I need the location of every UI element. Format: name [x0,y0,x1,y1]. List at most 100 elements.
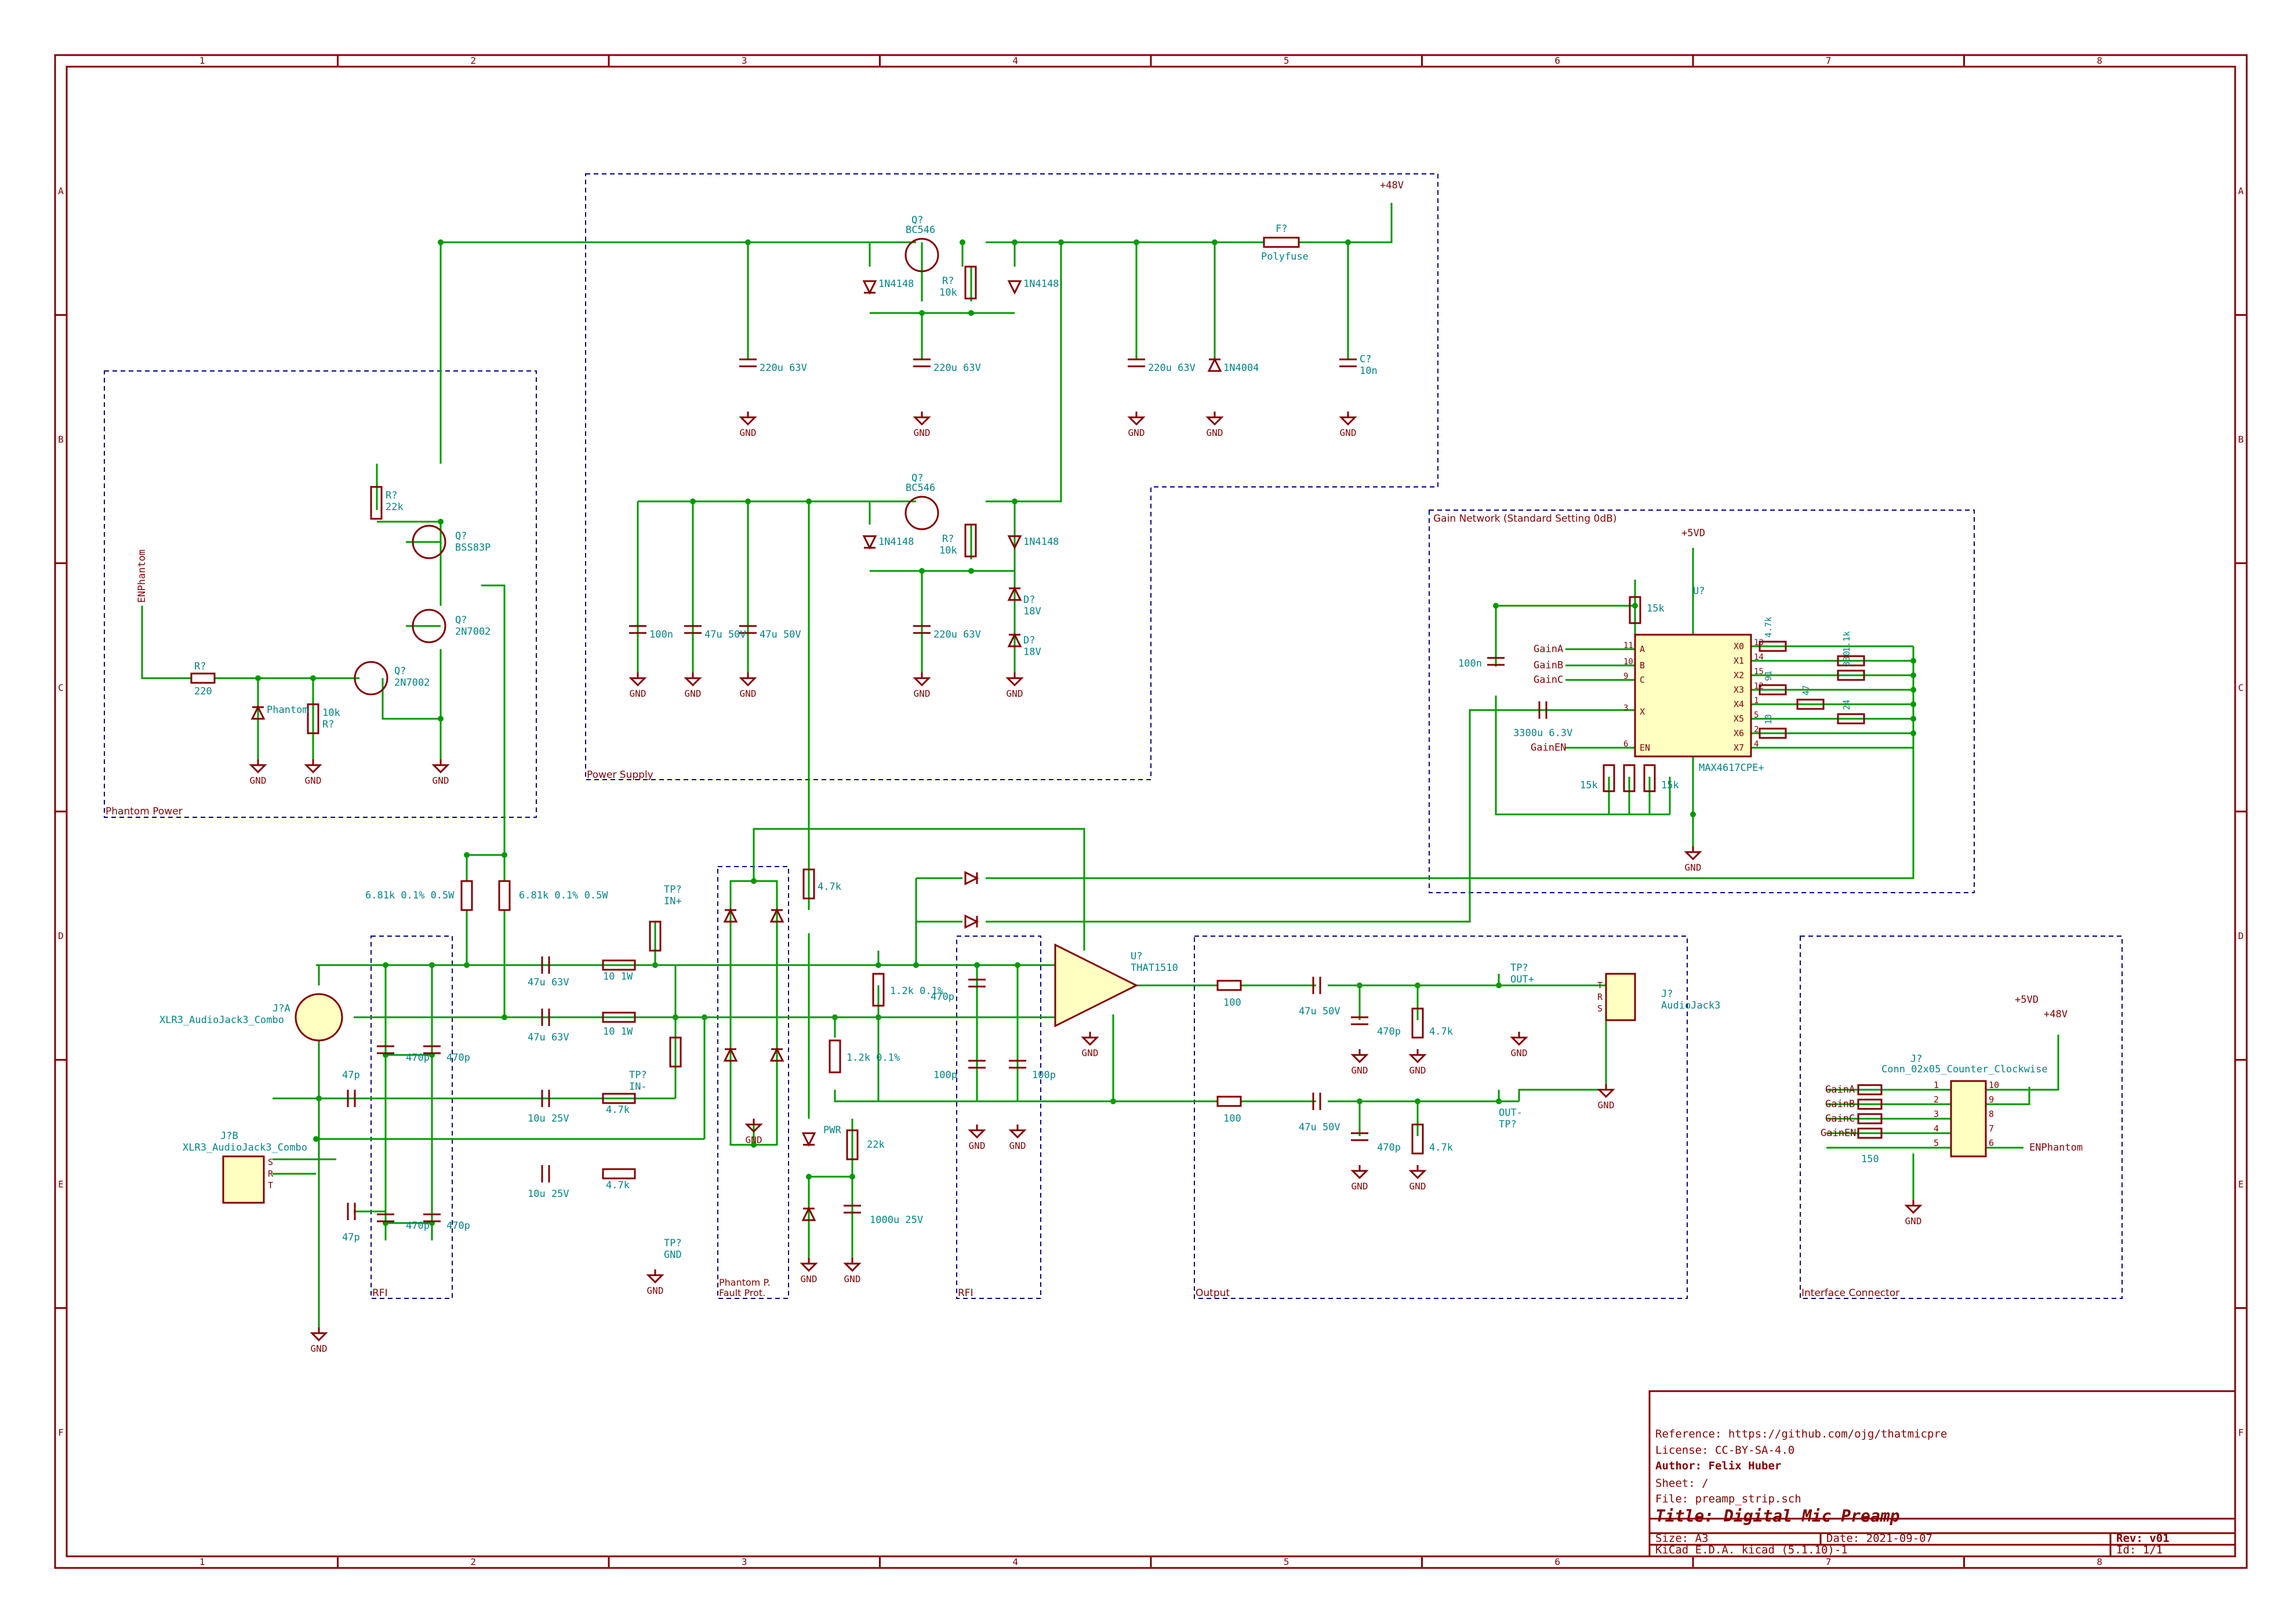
r100-out-b-value: 100 [1223,1113,1241,1125]
mux-pin-name: X [1640,707,1645,717]
svg-text:GND: GND [1009,1140,1026,1151]
plus48v-label: +48V [1380,180,1404,191]
junction [383,962,388,968]
junction [310,675,316,681]
u-that-value: THAT1510 [1131,962,1178,974]
mux-pin-number: 13 [1754,638,1764,647]
c100n-value: 100n [649,629,673,641]
u-max-value: MAX4617CPE+ [1699,762,1764,774]
r10k-mid-ref: R? [942,533,954,545]
title-author: Author: Felix Huber [1655,1460,1781,1472]
svg-text:GND: GND [685,688,702,699]
gnd-symbol: GND [1408,1049,1427,1076]
svg-text:GND: GND [1409,1065,1426,1076]
mux-pin-number: 4 [1754,740,1759,749]
frame-column-label: 7 [1826,55,1832,66]
r15k-top-value: 15k [1647,603,1665,614]
c470p-a-value: 470p [406,1052,430,1064]
q-mid-value: BC546 [906,482,935,494]
transistor-bc546-top [904,238,939,272]
junction [1910,672,1916,678]
connector-pin-number: 8 [1989,1109,1994,1119]
resistor-15k-b [1643,764,1656,792]
j7a-ref: J?A [273,1003,290,1014]
resistor-10k-top [964,265,977,300]
net-gainen: GainEN [1531,742,1566,754]
frame-row-label: B [58,434,64,445]
r4k7-out-a-value: 4.7k [1429,1026,1453,1038]
junction [875,962,881,968]
junction [1910,716,1916,722]
junction [652,962,658,968]
mux-pin-name: X2 [1734,670,1744,681]
gnd-symbol: GND [843,1258,862,1284]
gain-resistor-1 [1759,641,1787,652]
resistor-1k2-b [829,1039,841,1073]
frame-row-label: E [58,1179,64,1190]
frame-column-label: 3 [742,1556,747,1567]
junction [806,498,812,504]
iface-resistor-4 [1857,1127,1883,1139]
gnd-symbol: GND [1127,412,1146,438]
svg-text:GND: GND [1352,1065,1368,1076]
junction [1012,498,1018,504]
gnd-symbol: GND [1408,1165,1427,1192]
j-audio-value: AudioJack3 [1661,1000,1720,1011]
tp-outn-value: OUT- [1499,1107,1523,1119]
c47u50-out-b-value: 47u 50V [1299,1122,1340,1133]
frame-row-label: E [2238,1179,2244,1190]
q-2n-a-value: 2N7002 [455,626,491,638]
frame-column-label: 4 [1012,1556,1018,1567]
net-gainb: GainB [1534,660,1563,671]
junction [316,1096,322,1101]
mux-pin-name: X0 [1734,641,1744,652]
mux-pin-name: B [1640,660,1645,671]
resistor-100-b [669,1036,682,1068]
resistor-15k-top [1629,596,1641,624]
r10k-phantom-ref: R? [322,719,334,730]
gain-resistor-7 [1759,727,1787,739]
jack-pin-name: T [1597,980,1603,991]
net-gainc-iface: GainC [1825,1113,1855,1125]
r15k-b-value: 15k [1661,780,1679,791]
svg-text:GND: GND [250,775,267,786]
gain-network-label: Gain Network (Standard Setting 0dB) [1433,513,1616,525]
frame-row-label: C [58,682,64,693]
connector-pin-number: 5 [1934,1138,1939,1148]
frame-column-label: 5 [1284,1556,1289,1567]
interface-label: Interface Connector [1801,1287,1899,1299]
junction [1910,730,1916,736]
rfi-right-label: RFI [958,1287,973,1299]
gnd-symbol: GND [684,672,702,699]
gnd-symbol: GND [1510,1032,1528,1058]
junction [502,852,507,858]
c100p-a-value: 100p [933,1069,957,1081]
plus5vd-label-iface: +5VD [2015,994,2039,1006]
mux-pin-name: X1 [1734,656,1744,666]
junction [438,519,444,525]
r681k-a-value: 6.81k 0.1% 0.5W [365,890,455,901]
c100n-gain-value: 100n [1458,658,1482,669]
svg-text:GND: GND [1598,1100,1615,1111]
c220u-a-value: 220u 63V [760,362,807,374]
junction [313,1136,319,1142]
svg-text:GND: GND [914,688,931,699]
mux-pin-number: 2 [1754,725,1759,734]
resistor-gain-r [1623,764,1636,792]
mux-pin-number: 14 [1754,653,1764,662]
r10k-phantom-value: 10k [322,707,340,719]
r220-value: 220 [194,686,212,697]
frame-row-label: B [2238,434,2244,445]
mosfet-bss83p [412,525,446,559]
frame-row-label: F [58,1427,64,1438]
c220u-d-value: 220u 63V [933,629,981,641]
junction [1496,1098,1502,1104]
resistor-10k-phantom [307,703,319,734]
tp-inn-value: IN- [629,1081,647,1093]
power-supply-label: Power Supply [587,769,653,781]
tp-inp-value: IN+ [664,896,682,907]
gnd-symbol: GND [249,759,267,786]
d1n4148-top-b: 1N4148 [1023,278,1059,290]
gnd-symbol: GND [1005,672,1024,699]
connector-pin-number: 9 [1989,1094,1994,1105]
